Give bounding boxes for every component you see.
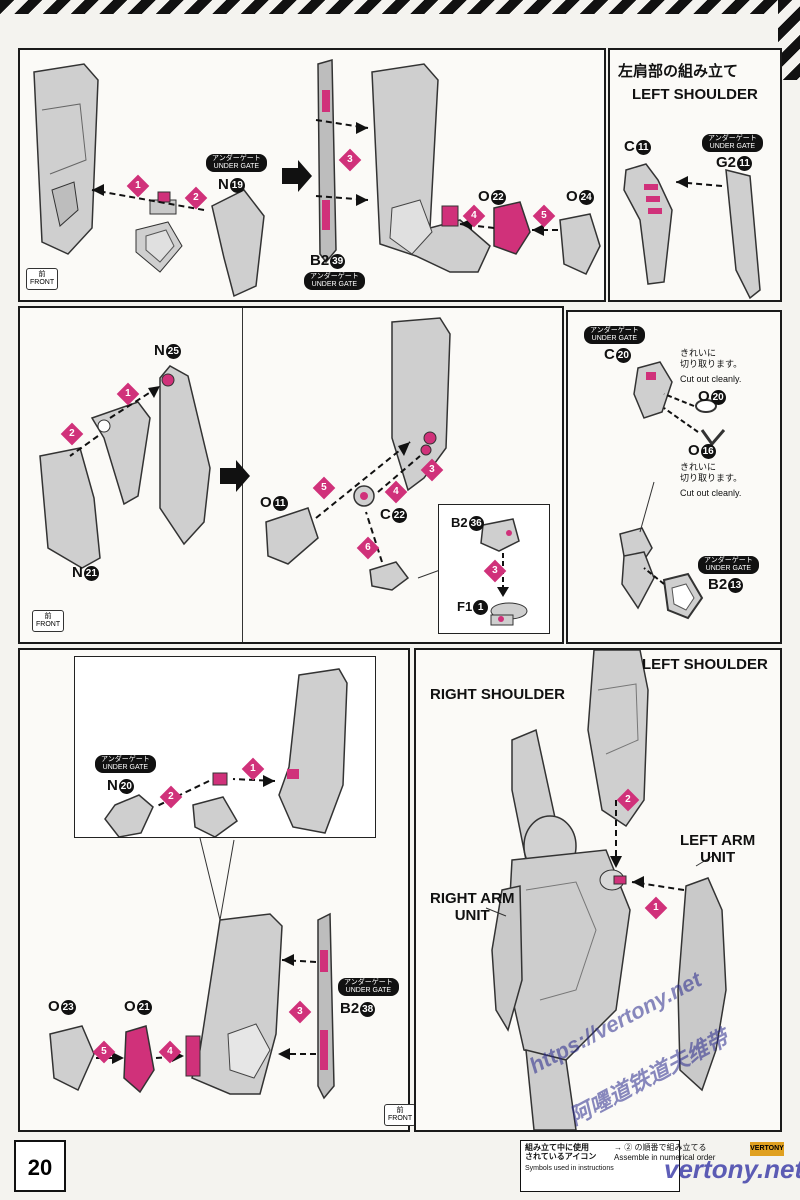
label-right-shoulder: RIGHT SHOULDER: [430, 686, 565, 703]
under-gate-label: アンダーゲート UNDER GATE: [338, 978, 399, 996]
page-number: 20: [14, 1140, 66, 1192]
inset-joint-drawing: [104, 668, 348, 837]
legend-jp: 組み立て中に使用 されているアイコン: [525, 1143, 597, 1161]
under-gate-label: アンダーゲート UNDER GATE: [304, 272, 365, 290]
shoulder-joint-drawing: [619, 361, 726, 620]
right-shoulder-drawing: [49, 837, 335, 1100]
order-jp: → ② の順番で組み立てる: [614, 1143, 707, 1152]
watermark-site: vertony.net: [664, 1154, 800, 1184]
under-gate-label: アンダーゲート UNDER GATE: [584, 326, 645, 344]
cut-note-jp: きれいに 切り取ります。: [680, 348, 743, 369]
panel-final-assembly: LEFT SHOULDER RIGHT SHOULDER LEFT ARM UN…: [414, 648, 782, 1132]
section-title-jp: 左肩部の組み立て: [618, 63, 739, 80]
top-assembly-drawing: [33, 59, 601, 298]
side-hazard-stripe: [778, 0, 800, 80]
mid-assembly-drawing: [39, 317, 451, 591]
cut-note-en: Cut out cleanly.: [680, 488, 742, 498]
legend-en: Symbols used in instructions: [525, 1165, 614, 1172]
left-shoulder-drawing: [623, 163, 761, 300]
footer-icon-legend: 組み立て中に使用 されているアイコン Symbols used in instr…: [520, 1140, 680, 1192]
label-left-arm-unit: LEFT ARM UNIT: [680, 832, 756, 866]
cut-note-jp: きれいに 切り取ります。: [680, 462, 743, 483]
cut-note-en: Cut out cleanly.: [680, 374, 742, 384]
vertony-logo: VERTONY: [750, 1142, 784, 1156]
footer-order-note: → ② の順番で組み立てる Assemble in numerical orde…: [610, 1142, 750, 1172]
section-title-en: LEFT SHOULDER: [632, 86, 758, 103]
front-indicator: 前 FRONT: [26, 268, 59, 290]
label-left-shoulder: LEFT SHOULDER: [642, 656, 768, 673]
under-gate-label: アンダーゲート UNDER GATE: [95, 755, 156, 773]
label-right-arm-unit: RIGHT ARM UNIT: [430, 890, 515, 924]
front-indicator: 前 FRONT: [32, 610, 65, 632]
under-gate-label: アンダーゲート UNDER GATE: [698, 556, 759, 574]
under-gate-label: アンダーゲート UNDER GATE: [702, 134, 763, 152]
order-en: Assemble in numerical order: [614, 1153, 716, 1162]
final-assembly-drawing: [485, 650, 727, 1130]
top-hazard-stripe: [0, 0, 800, 14]
front-indicator: 前 FRONT: [384, 1104, 417, 1126]
under-gate-label: アンダーゲート UNDER GATE: [206, 154, 267, 172]
